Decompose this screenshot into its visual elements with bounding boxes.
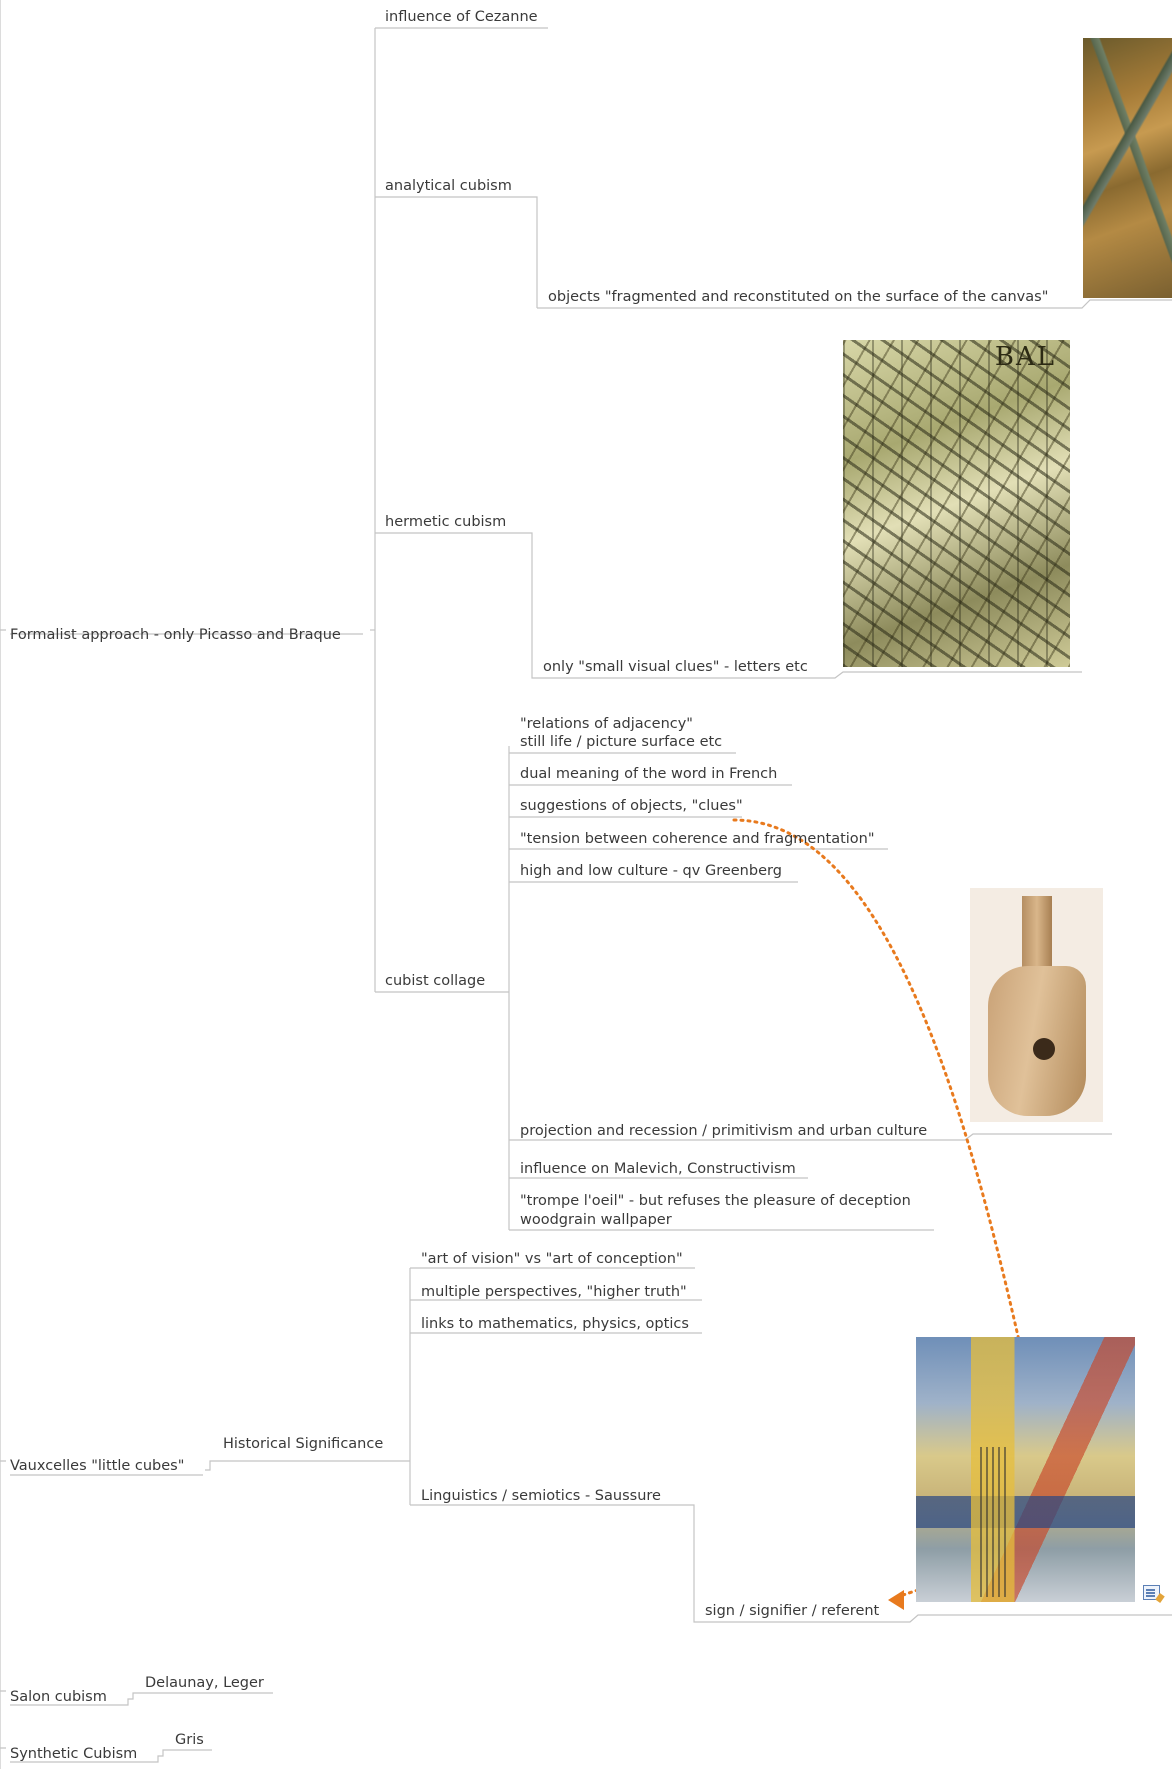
- node-tension[interactable]: "tension between coherence and fragmenta…: [520, 831, 875, 847]
- painting-hermetic-cubism[interactable]: BAL: [843, 340, 1070, 667]
- note-icon[interactable]: [1143, 1585, 1160, 1600]
- node-mathematics[interactable]: links to mathematics, physics, optics: [421, 1316, 689, 1332]
- guitar-sound-hole: [1033, 1038, 1055, 1060]
- node-synthetic-cubism[interactable]: Synthetic Cubism: [10, 1746, 137, 1762]
- painting-picasso-guitar[interactable]: [916, 1337, 1135, 1602]
- node-gris[interactable]: Gris: [175, 1732, 204, 1748]
- node-adjacency-line1[interactable]: "relations of adjacency": [520, 716, 693, 732]
- node-linguistics[interactable]: Linguistics / semiotics - Saussure: [421, 1488, 661, 1504]
- node-high-low[interactable]: high and low culture - qv Greenberg: [520, 863, 782, 879]
- node-fragmented[interactable]: objects "fragmented and reconstituted on…: [548, 289, 1048, 305]
- node-suggestions[interactable]: suggestions of objects, "clues": [520, 798, 743, 814]
- node-projection[interactable]: projection and recession / primitivism a…: [520, 1123, 927, 1139]
- node-historical-significance[interactable]: Historical Significance: [223, 1436, 383, 1452]
- relationship-arrow[interactable]: [732, 818, 1022, 1347]
- node-small-clues[interactable]: only "small visual clues" - letters etc: [543, 659, 808, 675]
- painting-guitar-construction[interactable]: [970, 888, 1103, 1122]
- node-salon-cubism[interactable]: Salon cubism: [10, 1689, 107, 1705]
- painting-letters: BAL: [994, 342, 1056, 372]
- node-trompe-line1[interactable]: "trompe l'oeil" - but refuses the pleasu…: [520, 1193, 911, 1209]
- node-vauxcelles[interactable]: Vauxcelles "little cubes": [10, 1458, 184, 1474]
- node-art-vision[interactable]: "art of vision" vs "art of conception": [421, 1251, 683, 1267]
- node-trompe-line2[interactable]: woodgrain wallpaper: [520, 1212, 672, 1228]
- node-hermetic-cubism[interactable]: hermetic cubism: [385, 514, 506, 530]
- node-perspectives[interactable]: multiple perspectives, "higher truth": [421, 1284, 687, 1300]
- node-malevich[interactable]: influence on Malevich, Constructivism: [520, 1161, 796, 1177]
- node-sign[interactable]: sign / signifier / referent: [705, 1603, 880, 1619]
- node-dual-meaning[interactable]: dual meaning of the word in French: [520, 766, 777, 782]
- painting-analytical-cubism[interactable]: [1083, 38, 1172, 298]
- guitar-strings: [980, 1447, 1006, 1597]
- node-delaunay-leger[interactable]: Delaunay, Leger: [145, 1675, 264, 1691]
- node-analytical-cubism[interactable]: analytical cubism: [385, 178, 512, 194]
- arrow-head: [888, 1590, 904, 1610]
- node-adjacency-line2[interactable]: still life / picture surface etc: [520, 734, 722, 750]
- node-influence-cezanne[interactable]: influence of Cezanne: [385, 9, 538, 25]
- node-formalist[interactable]: Formalist approach - only Picasso and Br…: [10, 627, 341, 643]
- node-cubist-collage[interactable]: cubist collage: [385, 973, 485, 989]
